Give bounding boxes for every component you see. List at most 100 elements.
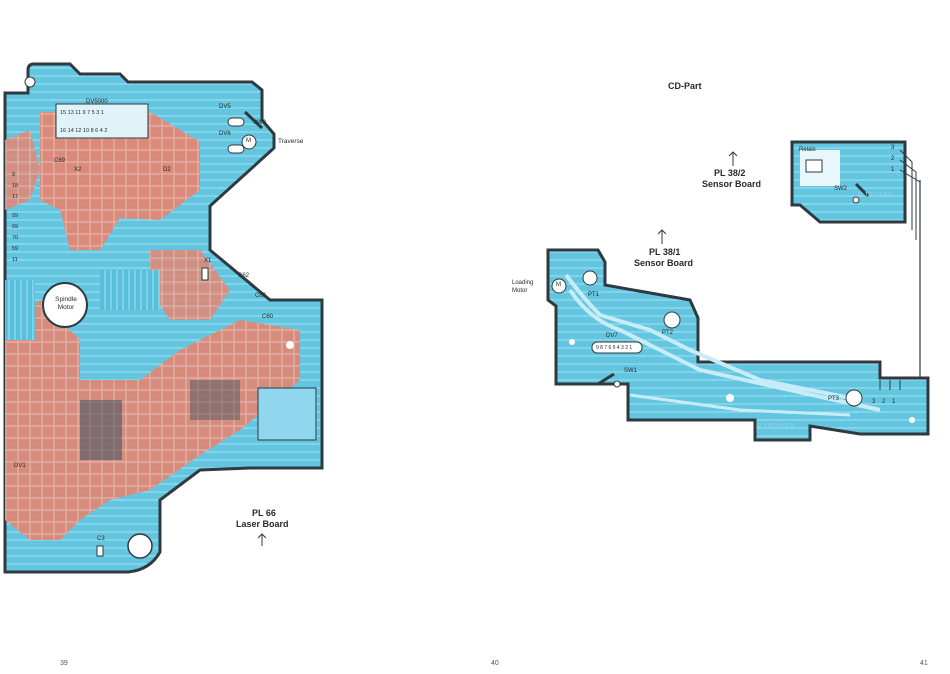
pl38-2-title: PL 38/2 [714, 168, 746, 178]
laser-board [3, 62, 324, 574]
trace-bundle [100, 270, 160, 310]
mount-hole [286, 341, 294, 349]
transistor-pt1 [582, 270, 598, 286]
c62-label: C62 [238, 273, 250, 279]
switch-sw2 [854, 182, 870, 198]
sw1-label: SW1 [624, 368, 638, 374]
board1-code: RJ80689 [756, 422, 796, 431]
board1-connector-leads [879, 380, 901, 390]
board1-trace [568, 288, 881, 412]
pt3-label: PT3 [828, 396, 840, 402]
pl66-title: PL 66 [252, 508, 276, 518]
mount-hole [726, 394, 734, 402]
sw2-label: SW2 [834, 186, 848, 192]
board1-pin: 1 [892, 399, 896, 405]
connector-pins-top: 15 13 11 9 7 5 3 1 [60, 110, 104, 116]
left-number: 11 [12, 257, 18, 263]
cd-part-title: CD-Part [668, 81, 702, 91]
mount-hole [127, 533, 153, 559]
arrow-pl38-1 [657, 229, 667, 244]
laser-board-red-edge [5, 130, 40, 210]
laser-board-red-traces [40, 112, 200, 250]
sensor-board-1 [546, 248, 930, 442]
board2-pin: 2 [891, 156, 895, 162]
c60-label: C60 [262, 314, 274, 320]
c69-label: C69 [54, 158, 66, 164]
mount-hole [569, 339, 575, 345]
arrow-pl38-2 [728, 151, 738, 166]
crystal-x1 [201, 267, 209, 281]
d2-label: D2 [163, 167, 171, 173]
left-number: 59 [12, 246, 19, 252]
dv5-oval [227, 117, 245, 127]
relais-label: Relais [799, 147, 816, 153]
relais-symbol [805, 159, 823, 173]
board2-pin: 3 [891, 145, 895, 151]
pl38-1-subtitle: Sensor Board [634, 258, 694, 268]
page-number-center: 40 [491, 660, 499, 667]
page-number-right: 41 [920, 660, 928, 667]
trace-bundle [5, 280, 35, 340]
board1-pin: 3 [872, 399, 876, 405]
ic-block [190, 380, 240, 420]
loading-motor-icon [551, 278, 567, 294]
laser-board-red-patch [150, 250, 230, 320]
board1-trace [629, 393, 851, 417]
dv5000-connector [55, 103, 149, 139]
ic-block [80, 400, 122, 460]
switch-sw2-pivot [852, 196, 860, 204]
loading-motor-label: Loading Motor [512, 280, 534, 294]
dv7-pins: 9 8 7 6 5 4 3 2 1 [596, 345, 633, 351]
laser-board-red-traces-lower [5, 300, 300, 540]
sensor-board-2 [790, 140, 921, 380]
arrow-pl66 [257, 533, 267, 546]
switch-sw1 [597, 372, 615, 386]
left-number: 70 [12, 235, 19, 241]
mount-hole [909, 417, 915, 423]
transistor-pt3 [845, 389, 863, 407]
pl38-1-title: PL 38/1 [649, 247, 681, 257]
spindle-motor-label: Spindle Motor [55, 296, 77, 311]
dv1-label: DV1 [14, 463, 26, 469]
dv5-label: DV5 [219, 104, 231, 110]
sensor-board-1-outline [546, 248, 930, 442]
left-number: 59 [12, 213, 19, 219]
left-number: 18 [12, 183, 19, 189]
pointer-arrows [257, 151, 738, 546]
pl38-2-subtitle: Sensor Board [702, 179, 762, 189]
board2-pin: 1 [891, 167, 895, 173]
dv5000-label: DV5000 [86, 99, 108, 105]
mount-hole [24, 76, 36, 88]
pt1-label: PT1 [588, 292, 600, 298]
dv6-label: DV6 [219, 131, 231, 137]
board2-code: RJ80688 [858, 192, 894, 199]
board1-trace [564, 273, 861, 402]
x2-label: X2 [74, 167, 82, 173]
switch-sw3 [243, 110, 264, 130]
dv7-label: DV7 [606, 333, 618, 339]
c63-label: C63 [255, 293, 267, 299]
dv6-oval [227, 144, 245, 154]
switch-sw1-pivot [613, 380, 621, 388]
dv7-connector [591, 341, 643, 354]
left-number: 9 [12, 172, 16, 178]
connector-pins-bottom: 16 14 12 10 8 6 4 2 [60, 128, 108, 134]
pl66-subtitle: Laser Board [236, 519, 289, 529]
x1-label: X1 [204, 258, 212, 264]
sw3-label: SW3 [253, 120, 267, 126]
board1-pin: 2 [882, 399, 886, 405]
pt2-label: PT2 [662, 330, 674, 336]
left-number: 17 [12, 194, 19, 200]
spindle-motor-body [42, 282, 88, 328]
transistor-pt2 [663, 311, 681, 329]
c3-label: C3 [97, 536, 105, 542]
loading-motor-m: M [556, 282, 561, 288]
traverse-label: Traverse [278, 138, 304, 145]
page-number-left: 39 [60, 660, 68, 667]
traverse-motor-icon [241, 134, 257, 150]
left-number: 69 [12, 224, 19, 230]
pad-area [257, 387, 317, 441]
traverse-motor-m: M [246, 138, 251, 144]
cap-c3 [96, 545, 104, 557]
